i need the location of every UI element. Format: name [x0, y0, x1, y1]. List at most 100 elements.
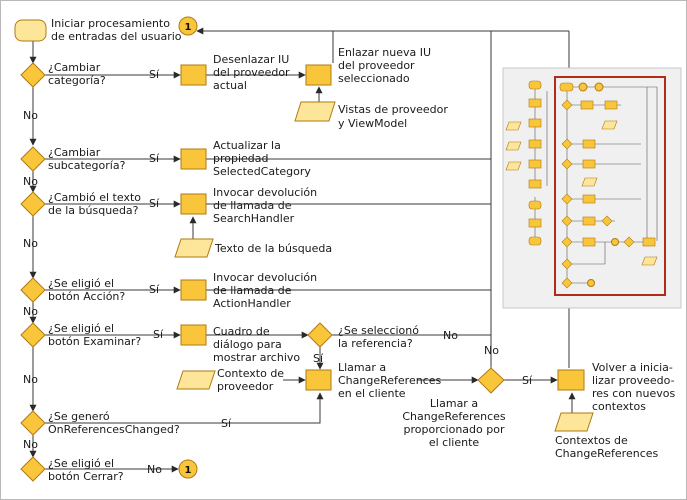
data-provider-context [176, 370, 216, 390]
branch-labels: Sí No Sí No Sí No Sí No Sí No No Sí No S… [23, 68, 533, 476]
label-yes-references-changed: Sí [221, 417, 232, 430]
decision-search [20, 191, 46, 217]
label-yes-action: Sí [149, 283, 160, 296]
decision-close [20, 456, 46, 482]
decision-subcategory [20, 146, 46, 172]
process-file-dialog-label-1: Cuadro de [213, 325, 270, 338]
process-call-change-references-label-1: Llamar a [338, 361, 386, 374]
start-terminator [14, 19, 47, 42]
decision-action-label-2: botón Acción? [48, 290, 125, 303]
decision-browse-label-1: ¿Se eligió el [48, 322, 114, 335]
process-bind-ui-label-2: del proveedor [338, 59, 415, 72]
decision-subcategory-label-2: subcategoría? [48, 159, 126, 172]
process-update-property-label-2: propiedad [213, 152, 269, 165]
process-action-callback-label-2: de llamada de [213, 284, 292, 297]
process-update-property-label-3: SelectedCategory [213, 165, 311, 178]
loop-connector-bottom [178, 459, 198, 479]
label-no-client-cr: No [484, 344, 499, 357]
label-no-close: No [147, 463, 162, 476]
loop-connector-bottom-label: 1 [185, 465, 192, 476]
thumbnail-highlight-frame [554, 76, 666, 296]
decision-client-cr-label-1: Llamar a [430, 397, 478, 410]
process-unbind-ui [180, 64, 207, 86]
decision-references-changed-label-1: ¿Se generó [48, 410, 110, 423]
process-call-change-references [305, 369, 332, 391]
label-yes-reference: Sí [313, 352, 324, 365]
label-no-subcategory: No [23, 175, 38, 188]
decision-reference-selected-label-1: ¿Se seleccionó [338, 324, 419, 337]
process-call-change-references-label-3: en el cliente [338, 387, 406, 400]
overview-thumbnail [502, 67, 682, 309]
decision-reference-selected-label-2: la referencia? [338, 337, 413, 350]
label-yes-browse: Sí [153, 328, 164, 341]
label-yes-search: Sí [149, 197, 160, 210]
decision-client-cr-label-2: ChangeReferences [402, 410, 506, 423]
label-yes-subcategory: Sí [149, 152, 160, 165]
decision-browse-label-2: botón Examinar? [48, 335, 141, 348]
decision-search-label-2: de la búsqueda? [48, 204, 139, 217]
process-update-property-label-1: Actualizar la [213, 139, 281, 152]
decision-action [20, 277, 46, 303]
connector-lines [29, 27, 576, 473]
label-no-category: No [23, 109, 38, 122]
data-change-references-contexts [554, 412, 594, 432]
process-file-dialog-label-2: diálogo para [213, 338, 282, 351]
process-action-callback [180, 279, 207, 301]
label-yes-category: Sí [149, 68, 160, 81]
label-yes-client-cr: Sí [522, 374, 533, 387]
data-search-text-label: Texto de la búsqueda [214, 242, 332, 255]
process-unbind-ui-label-3: actual [213, 79, 247, 92]
data-cr-contexts-label-1: Contextos de [555, 434, 628, 447]
decision-references-changed-label-2: OnReferencesChanged? [48, 423, 180, 436]
process-file-dialog [180, 324, 207, 346]
decision-subcategory-label-1: ¿Cambiar [48, 146, 101, 159]
process-search-callback-label-1: Invocar devolución [213, 186, 317, 199]
label-no-reference: No [443, 329, 458, 342]
label-no-browse: No [23, 373, 38, 386]
process-bind-ui-label-1: Enlazar nueva IU [338, 46, 431, 59]
decision-close-label-1: ¿Se eligió el [48, 457, 114, 470]
decision-references-changed [20, 410, 46, 436]
decision-action-label-1: ¿Se eligió el [48, 277, 114, 290]
label-no-action: No [23, 305, 38, 318]
process-unbind-ui-label-1: Desenlazar IU [213, 53, 289, 66]
label-no-references-changed: No [23, 438, 38, 451]
process-reinit-label-1: Volver a inicia- [592, 361, 673, 374]
thumbnail-left-flow [505, 80, 548, 246]
start-label-2: de entradas del usuario [51, 30, 182, 43]
data-provider-context-label-2: proveedor [217, 380, 274, 393]
decision-client-cr-label-3: proporcionado por [404, 423, 505, 436]
process-reinit-label-2: lizar proveedo- [592, 374, 675, 387]
start-label-1: Iniciar procesamiento [51, 17, 170, 30]
data-provider-views-label-1: Vistas de proveedor [338, 103, 448, 116]
process-file-dialog-label-3: mostrar archivo [213, 351, 300, 364]
process-bind-ui-label-3: seleccionado [338, 72, 410, 85]
loop-connector-top-label: 1 [185, 22, 192, 33]
decision-client-cr-label-4: el cliente [429, 436, 480, 449]
data-search-text [174, 238, 214, 258]
process-search-callback [180, 193, 207, 215]
loop-connector-top [178, 16, 198, 36]
process-reinit-label-4: contextos [592, 400, 646, 413]
decision-client-change-references [477, 367, 505, 394]
thumbnail-right-flow [559, 82, 658, 289]
data-cr-contexts-label-2: ChangeReferences [555, 447, 659, 460]
process-bind-ui [305, 64, 332, 86]
process-reinitialize-providers [557, 369, 585, 391]
process-reinit-label-3: res con nuevos [592, 387, 675, 400]
process-search-callback-label-3: SearchHandler [213, 212, 295, 225]
label-no-search: No [23, 237, 38, 250]
decision-category-label-2: categoría? [48, 74, 106, 87]
process-call-change-references-label-2: ChangeReferences [338, 374, 442, 387]
process-update-property [180, 148, 207, 170]
data-provider-context-label-1: Contexto de [217, 367, 284, 380]
data-provider-views-label-2: y ViewModel [338, 117, 407, 130]
decision-close-label-2: botón Cerrar? [48, 470, 124, 483]
decision-category [20, 62, 46, 88]
process-search-callback-label-2: de llamada de [213, 199, 292, 212]
process-action-callback-label-3: ActionHandler [213, 297, 291, 310]
decision-browse [20, 322, 46, 348]
decision-category-label-1: ¿Cambiar [48, 61, 101, 74]
